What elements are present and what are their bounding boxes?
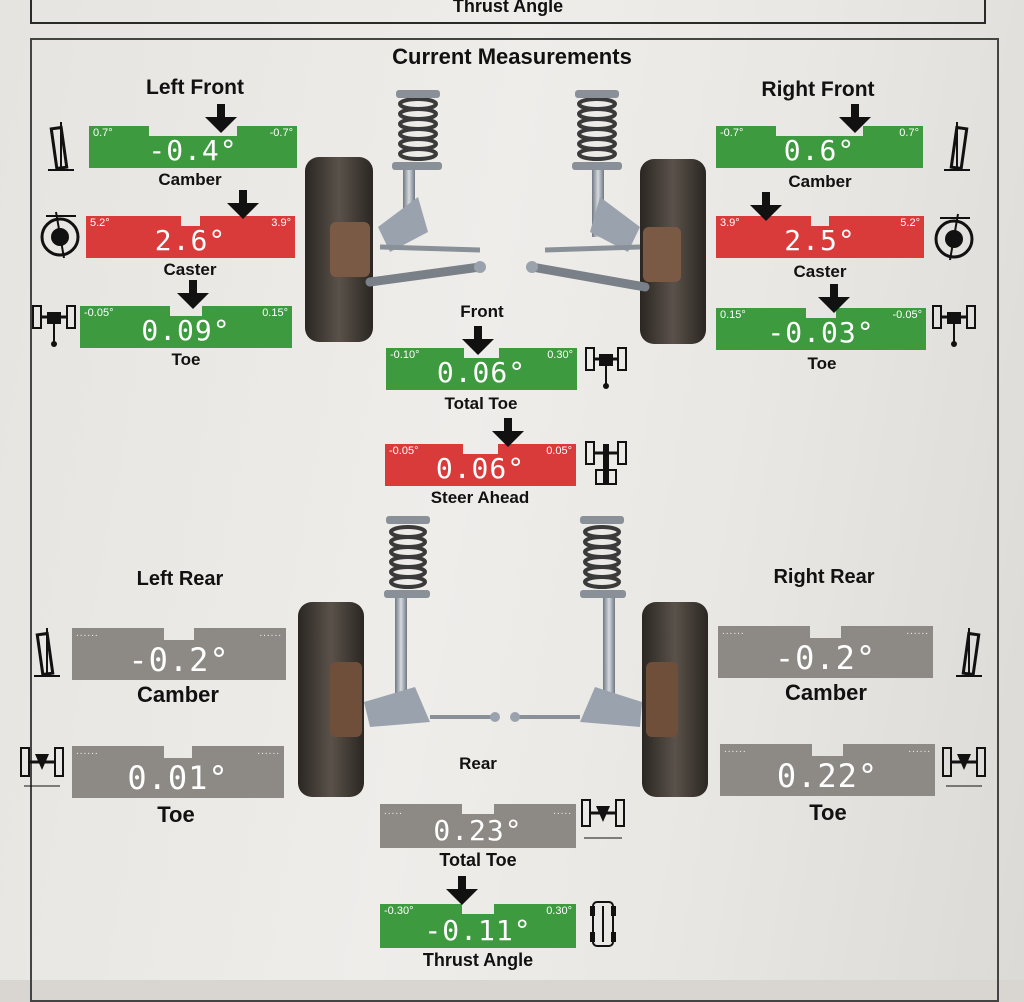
left-rear-camber-value: -0.2° xyxy=(128,641,230,679)
left-front-toe-min: -0.05° xyxy=(84,307,114,319)
caster-icon xyxy=(934,213,974,261)
left-front-camber-max: -0.7° xyxy=(269,127,293,139)
toe-icon xyxy=(20,747,64,787)
left-front-caster-label: Caster xyxy=(163,260,217,279)
thrust-angle-value: -0.11° xyxy=(424,914,532,947)
right-front-toe-min: 0.15° xyxy=(720,309,746,321)
left-rear-strut xyxy=(364,516,500,727)
right-front-toe-label: Toe xyxy=(807,354,837,373)
left-rear-toe-gauge: ............ 0.01° xyxy=(72,744,284,798)
right-front-toe-value: -0.03° xyxy=(767,316,875,349)
right-front-caster-max: 5.2° xyxy=(900,217,920,229)
front-total-toe-value: 0.06° xyxy=(436,356,527,389)
thrust-angle-label: Thrust Angle xyxy=(422,950,534,970)
toe-icon xyxy=(32,305,76,347)
right-rear-camber-label: Camber xyxy=(785,680,867,705)
thrust-angle-gauge: -0.30° 0.30° -0.11° xyxy=(380,904,576,948)
rear-heading: Rear xyxy=(459,754,497,773)
right-front-toe-max: -0.05° xyxy=(892,309,922,321)
right-front-camber-gauge: -0.7° 0.7° 0.6° xyxy=(716,126,923,168)
right-rear-camber-value: -0.2° xyxy=(774,639,877,677)
page-title: Current Measurements xyxy=(392,44,632,69)
left-front-heading: Left Front xyxy=(146,76,244,99)
previous-section-title: Thrust Angle xyxy=(452,0,564,16)
right-front-toe-gauge: 0.15° -0.05° -0.03° xyxy=(716,308,926,350)
right-front-camber-label: Camber xyxy=(788,172,852,191)
steer-ahead-icon xyxy=(585,441,627,485)
rear-total-toe-value: 0.23° xyxy=(433,814,523,847)
left-front-camber-min: 0.7° xyxy=(93,127,113,139)
right-rear-toe-label: Toe xyxy=(809,800,847,825)
left-front-strut xyxy=(365,90,486,287)
toe-icon xyxy=(932,305,976,347)
thrust-angle-min: -0.30° xyxy=(384,905,414,917)
right-front-camber-min: -0.7° xyxy=(720,127,744,139)
rear-total-toe-gauge: .......... 0.23° xyxy=(380,804,576,848)
left-front-caster-gauge: 5.2° 3.9° 2.6° xyxy=(86,216,295,258)
left-rear-toe-label: Toe xyxy=(157,802,195,827)
right-front-caster-min: 3.9° xyxy=(720,217,740,229)
right-rear-hub xyxy=(646,662,678,737)
camber-icon xyxy=(956,628,982,677)
steer-ahead-max: 0.05° xyxy=(546,445,572,457)
total-toe-icon xyxy=(585,347,627,389)
right-front-heading: Right Front xyxy=(761,78,875,101)
thrust-angle-icon xyxy=(590,901,616,947)
total-toe-icon xyxy=(581,799,625,839)
steer-ahead-label: Steer Ahead xyxy=(430,488,530,507)
left-rear-hub xyxy=(330,662,362,737)
toe-icon xyxy=(942,747,986,787)
right-rear-heading: Right Rear xyxy=(773,566,875,588)
right-front-hub xyxy=(643,227,681,282)
left-front-camber-gauge: 0.7° -0.7° -0.4° xyxy=(89,126,297,168)
left-front-toe-gauge: -0.05° 0.15° 0.09° xyxy=(80,306,292,348)
right-rear-toe-gauge: ............ 0.22° xyxy=(720,742,935,796)
left-front-hub xyxy=(330,222,370,277)
right-front-caster-label: Caster xyxy=(793,262,847,281)
left-rear-camber-label: Camber xyxy=(137,682,219,707)
left-front-camber-value: -0.4° xyxy=(148,134,238,167)
left-rear-camber-gauge: ............ -0.2° xyxy=(72,626,286,680)
right-front-caster-value: 2.5° xyxy=(784,224,856,257)
right-rear-strut xyxy=(510,516,642,727)
left-front-caster-value: 2.6° xyxy=(154,224,227,257)
camber-icon xyxy=(944,122,970,171)
rear-total-toe-label: Total Toe xyxy=(439,850,517,870)
thrust-angle-max: 0.30° xyxy=(546,905,572,917)
left-front-toe-value: 0.09° xyxy=(141,314,231,347)
right-rear-camber-gauge: ............ -0.2° xyxy=(718,624,933,678)
right-front-camber-value: 0.6° xyxy=(783,134,856,167)
front-total-toe-min: -0.10° xyxy=(390,349,420,361)
front-heading: Front xyxy=(460,302,504,321)
front-total-toe-max: 0.30° xyxy=(547,349,573,361)
right-front-caster-gauge: 3.9° 5.2° 2.5° xyxy=(716,216,924,258)
steer-ahead-min: -0.05° xyxy=(389,445,419,457)
left-rear-toe-value: 0.01° xyxy=(127,759,229,797)
camber-icon xyxy=(34,628,60,677)
rear-suspension-illustration xyxy=(298,516,708,797)
left-rear-heading: Left Rear xyxy=(136,568,224,590)
previous-section-box: Thrust Angle xyxy=(30,0,986,24)
right-front-strut xyxy=(526,90,650,292)
steer-ahead-value: 0.06° xyxy=(435,452,526,485)
camber-icon xyxy=(48,122,74,171)
left-front-camber-label: Camber xyxy=(158,170,222,189)
front-suspension-illustration xyxy=(305,90,706,344)
right-rear-toe-value: 0.22° xyxy=(776,757,879,795)
caster-icon xyxy=(40,211,80,259)
front-total-toe-label: Total Toe xyxy=(444,394,518,413)
steer-ahead-gauge: -0.05° 0.05° 0.06° xyxy=(385,444,576,486)
right-front-camber-max: 0.7° xyxy=(899,127,919,139)
left-front-caster-max: 3.9° xyxy=(271,217,291,229)
front-total-toe-gauge: -0.10° 0.30° 0.06° xyxy=(386,348,577,390)
left-front-toe-label: Toe xyxy=(171,350,201,369)
left-front-toe-max: 0.15° xyxy=(262,307,288,319)
left-front-caster-min: 5.2° xyxy=(90,217,110,229)
